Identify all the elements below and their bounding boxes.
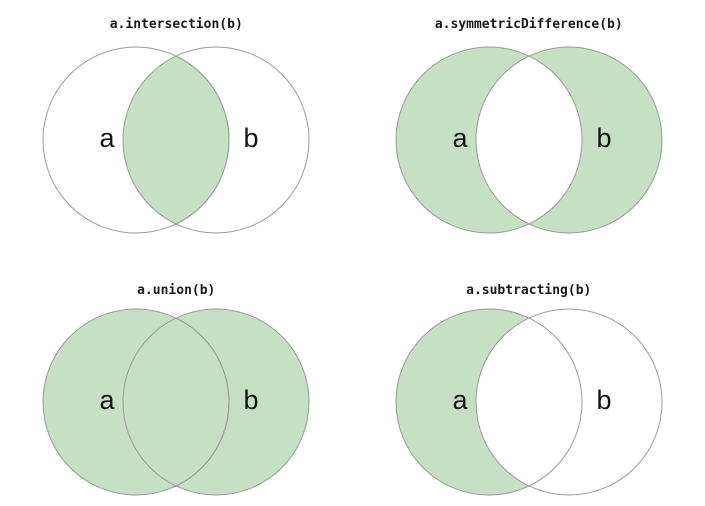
- circle-b-outline: [475, 46, 662, 234]
- region-b-only: [475, 47, 662, 233]
- region-intersection: [123, 47, 230, 233]
- label-b: b: [596, 123, 611, 153]
- circle-b-outline: [122, 46, 310, 234]
- circle-b-outline: [122, 308, 310, 496]
- circle-a-outline: [395, 308, 582, 496]
- label-a: a: [452, 385, 468, 415]
- diagram-title-union: a.union(b): [137, 283, 216, 298]
- label-b: b: [243, 385, 258, 415]
- label-b: b: [243, 123, 258, 153]
- label-a: a: [452, 123, 468, 153]
- label-b: b: [596, 385, 611, 415]
- diagram-title-symmetric-difference: a.symmetricDifference(b): [434, 17, 623, 32]
- region-a-only: [395, 309, 582, 495]
- label-a: a: [99, 385, 115, 415]
- circle-a-outline: [42, 46, 230, 234]
- circle-b-outline: [475, 308, 662, 496]
- circle-a-outline: [395, 46, 582, 234]
- label-a: a: [99, 123, 115, 153]
- circle-a-outline: [42, 308, 230, 496]
- diagram-title-subtracting: a.subtracting(b): [466, 283, 592, 298]
- diagram-title-intersection: a.intersection(b): [109, 17, 243, 32]
